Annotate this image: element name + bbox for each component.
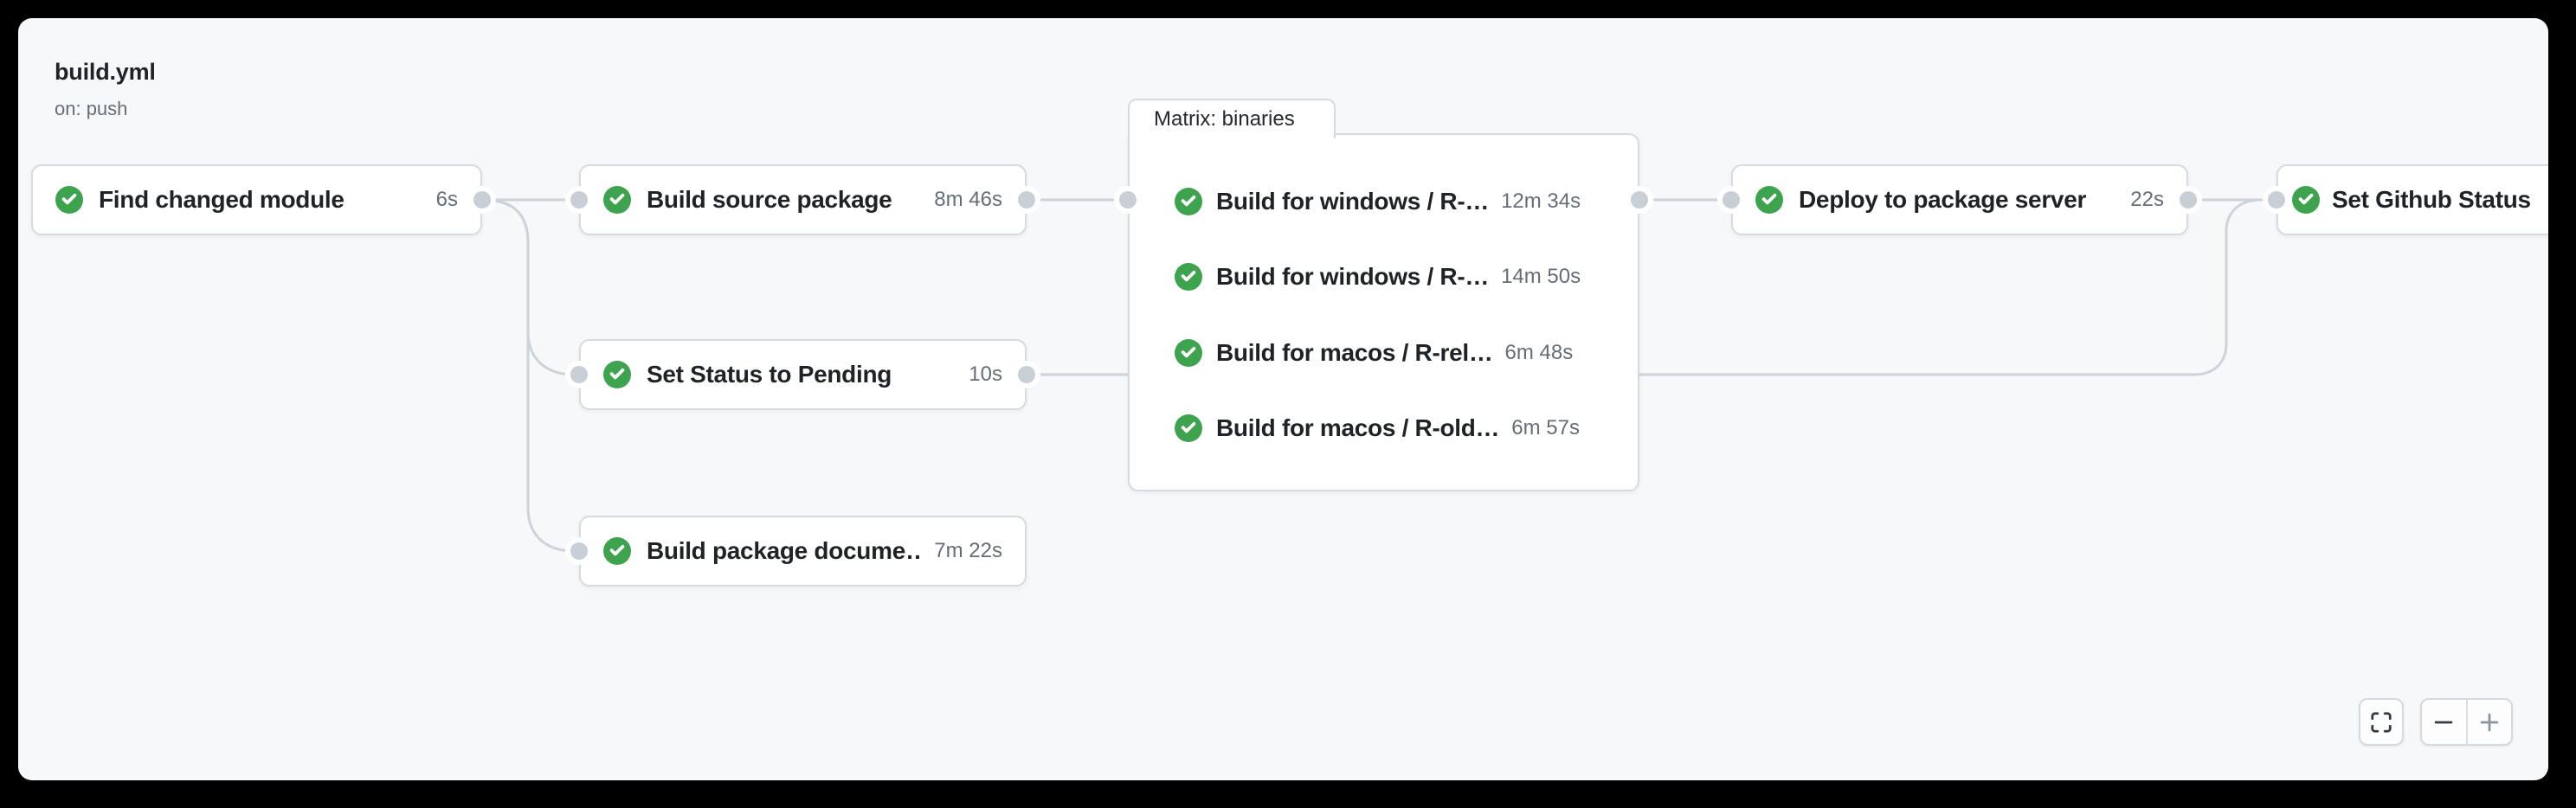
check-circle-icon bbox=[1175, 263, 1202, 291]
check-circle-icon bbox=[1755, 186, 1783, 214]
plus-icon bbox=[2480, 713, 2499, 731]
port bbox=[1114, 186, 1142, 214]
job-duration: 6s bbox=[435, 188, 458, 211]
job-label: Build source package bbox=[647, 186, 892, 213]
job-label: Build for macos / R-rel… bbox=[1216, 339, 1493, 366]
job-duration: 6m 48s bbox=[1504, 341, 1574, 364]
check-circle-icon bbox=[1175, 188, 1202, 215]
edge-find-to-builddocs bbox=[481, 198, 579, 553]
edges-layer bbox=[481, 198, 2277, 553]
job-label: Deploy to package server bbox=[1799, 186, 2087, 213]
job-node-build-package-docs[interactable]: Build package docume… 7m 22s bbox=[579, 516, 1027, 587]
job-node-build-source-package[interactable]: Build source package 8m 46s bbox=[579, 164, 1027, 235]
job-duration: 7m 22s bbox=[934, 539, 1002, 562]
port bbox=[2263, 186, 2290, 214]
port bbox=[2174, 186, 2202, 214]
matrix-job-row[interactable]: Build for windows / R-… 14m 50s bbox=[1175, 258, 1581, 296]
job-duration: 22s bbox=[2130, 188, 2164, 211]
port bbox=[1013, 361, 1040, 388]
workflow-graph-canvas[interactable]: build.yml on: push Find changed module 6… bbox=[18, 18, 2548, 780]
port bbox=[1013, 186, 1040, 214]
zoom-controls bbox=[2420, 698, 2513, 746]
job-label: Set Github Status bbox=[2332, 186, 2531, 213]
job-node-set-status-to-pending[interactable]: Set Status to Pending 10s bbox=[579, 339, 1027, 410]
job-label: Build for macos / R-old… bbox=[1216, 414, 1500, 441]
job-duration: 8m 46s bbox=[934, 188, 1002, 211]
zoom-out-button[interactable] bbox=[2422, 700, 2468, 744]
job-label: Build for windows / R-… bbox=[1216, 188, 1490, 215]
job-duration: 6m 57s bbox=[1511, 416, 1580, 439]
check-circle-icon bbox=[1175, 339, 1202, 367]
port bbox=[565, 537, 593, 565]
job-duration: 14m 50s bbox=[1501, 265, 1581, 288]
matrix-job-row[interactable]: Build for windows / R-… 12m 34s bbox=[1175, 183, 1581, 221]
job-label: Build package docume… bbox=[647, 537, 923, 564]
workflow-title: build.yml bbox=[55, 59, 156, 85]
edge-find-to-setstatus bbox=[481, 198, 579, 376]
minus-icon bbox=[2434, 721, 2453, 723]
job-label: Find changed module bbox=[99, 186, 345, 213]
job-duration: 10s bbox=[969, 362, 1002, 386]
job-node-set-github-status[interactable]: Set Github Status bbox=[2277, 164, 2548, 235]
zoom-in-button[interactable] bbox=[2468, 700, 2512, 744]
check-circle-icon bbox=[603, 537, 631, 565]
check-circle-icon bbox=[1175, 414, 1202, 442]
matrix-job-row[interactable]: Build for macos / R-old… 6m 57s bbox=[1175, 409, 1580, 447]
matrix-group-tab: Matrix: binaries bbox=[1128, 99, 1336, 138]
port bbox=[1717, 186, 1745, 214]
edge-setstatus-to-setgithub bbox=[1027, 198, 2277, 376]
matrix-group-label: Matrix: binaries bbox=[1154, 107, 1295, 131]
check-circle-icon bbox=[55, 186, 83, 214]
workflow-trigger: on: push bbox=[55, 98, 128, 119]
matrix-job-row[interactable]: Build for macos / R-rel… 6m 48s bbox=[1175, 334, 1573, 372]
port bbox=[468, 186, 496, 214]
screen-full-icon bbox=[2371, 711, 2392, 733]
port bbox=[565, 186, 593, 214]
job-node-deploy-to-package-server[interactable]: Deploy to package server 22s bbox=[1731, 164, 2188, 235]
job-label: Set Status to Pending bbox=[647, 361, 892, 388]
port bbox=[565, 361, 593, 388]
job-duration: 12m 34s bbox=[1501, 189, 1581, 213]
check-circle-icon bbox=[603, 186, 631, 214]
workflow-header: build.yml on: push bbox=[55, 58, 156, 120]
check-circle-icon bbox=[603, 361, 631, 388]
job-label: Build for windows / R-… bbox=[1216, 263, 1490, 290]
port bbox=[1626, 186, 1653, 214]
fullscreen-button[interactable] bbox=[2359, 698, 2404, 746]
job-node-find-changed-module[interactable]: Find changed module 6s bbox=[31, 164, 482, 235]
check-circle-icon bbox=[2292, 186, 2320, 214]
matrix-group: Build for windows / R-… 12m 34s Build fo… bbox=[1128, 133, 1639, 491]
